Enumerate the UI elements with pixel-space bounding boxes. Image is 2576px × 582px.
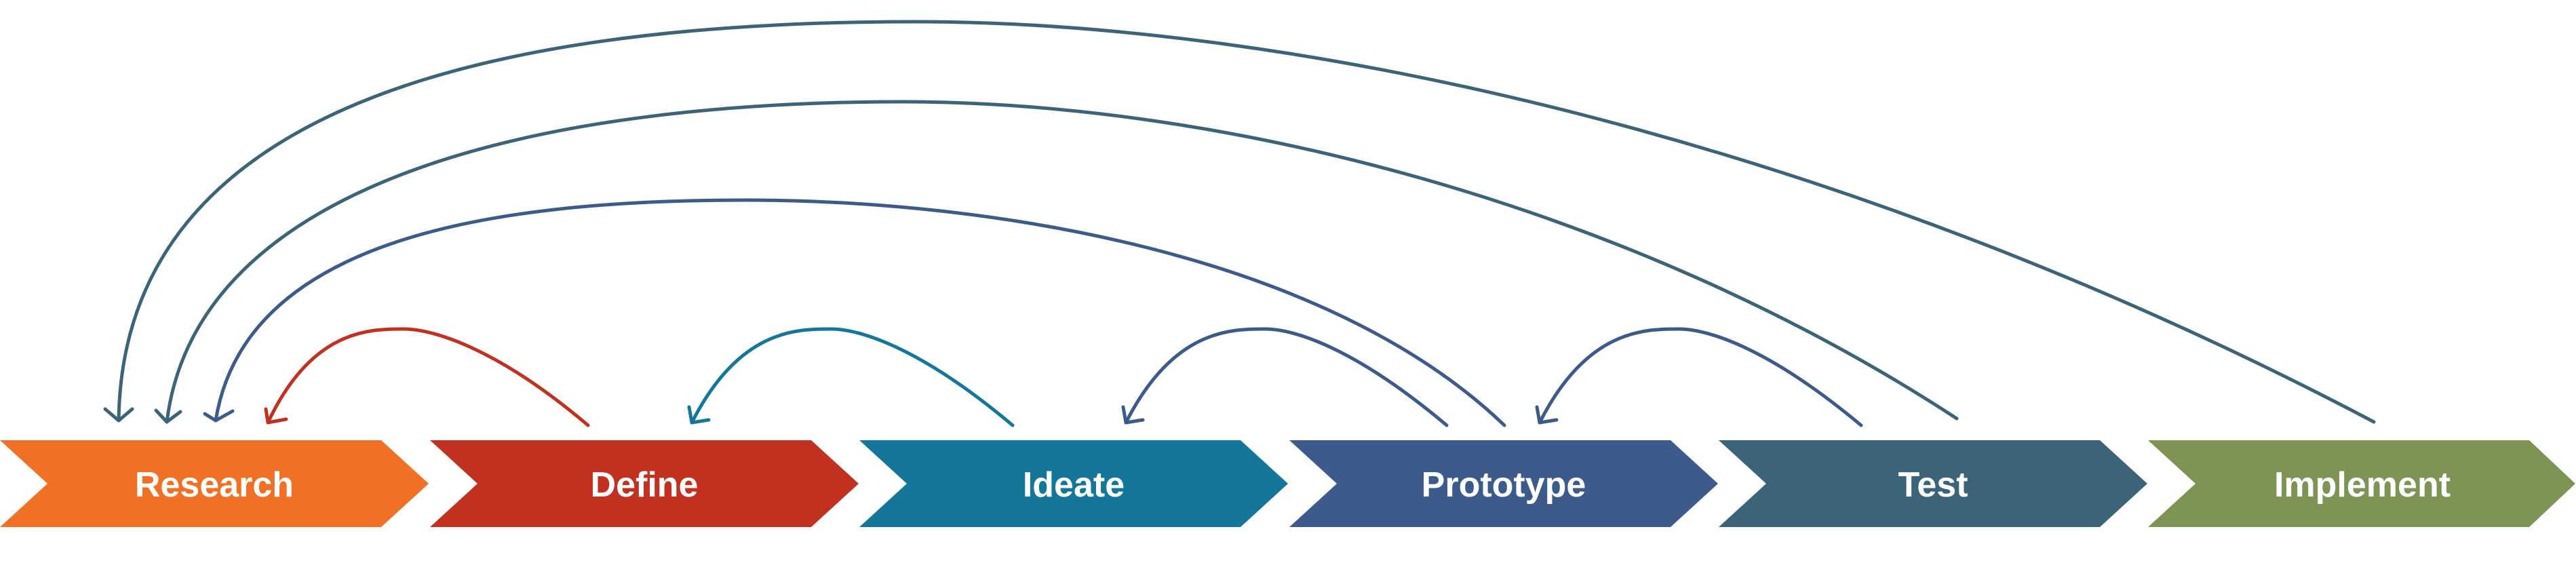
stage-test: Test [1719, 440, 2147, 527]
feedback-arcs [103, 20, 2376, 427]
stage-label-implement: Implement [2274, 465, 2451, 505]
process-stages: Research Define Ideate Prototype Test Im… [0, 440, 2575, 527]
chevron-test [1719, 440, 2147, 527]
arc-prototype-to-ideate [1124, 327, 1449, 427]
arrowhead-prototype-to-research [203, 409, 235, 423]
arc-test-to-research [165, 100, 1959, 424]
chevron-ideate [859, 440, 1288, 527]
arc-ideate-to-define [690, 327, 1015, 427]
stage-label-ideate: Ideate [1023, 465, 1125, 505]
stage-ideate: Ideate [859, 440, 1288, 527]
chevron-implement [2148, 440, 2575, 527]
arrowhead-ideate-to-define [687, 405, 711, 425]
arrowhead-prototype-to-ideate [1121, 405, 1145, 425]
stage-research: Research [0, 440, 429, 527]
arrowhead-define-to-research [264, 407, 288, 425]
arrowhead-implement-to-research [103, 407, 134, 423]
stage-label-test: Test [1898, 465, 1968, 505]
arc-test-to-prototype [1538, 327, 1863, 427]
arrowhead-test-to-prototype [1535, 405, 1559, 425]
stage-prototype: Prototype [1289, 440, 1718, 527]
arrowhead-test-to-research [154, 408, 182, 424]
arc-define-to-research [266, 327, 590, 427]
stage-label-prototype: Prototype [1422, 465, 1586, 505]
stage-implement: Implement [2148, 440, 2575, 527]
chevron-define [430, 440, 859, 527]
stage-label-define: Define [591, 465, 699, 505]
chevron-prototype [1289, 440, 1718, 527]
chevron-research [0, 440, 429, 527]
stage-define: Define [430, 440, 859, 527]
stage-label-research: Research [135, 465, 294, 505]
arc-implement-to-research [117, 20, 2376, 424]
arc-prototype-to-research [214, 198, 1506, 427]
